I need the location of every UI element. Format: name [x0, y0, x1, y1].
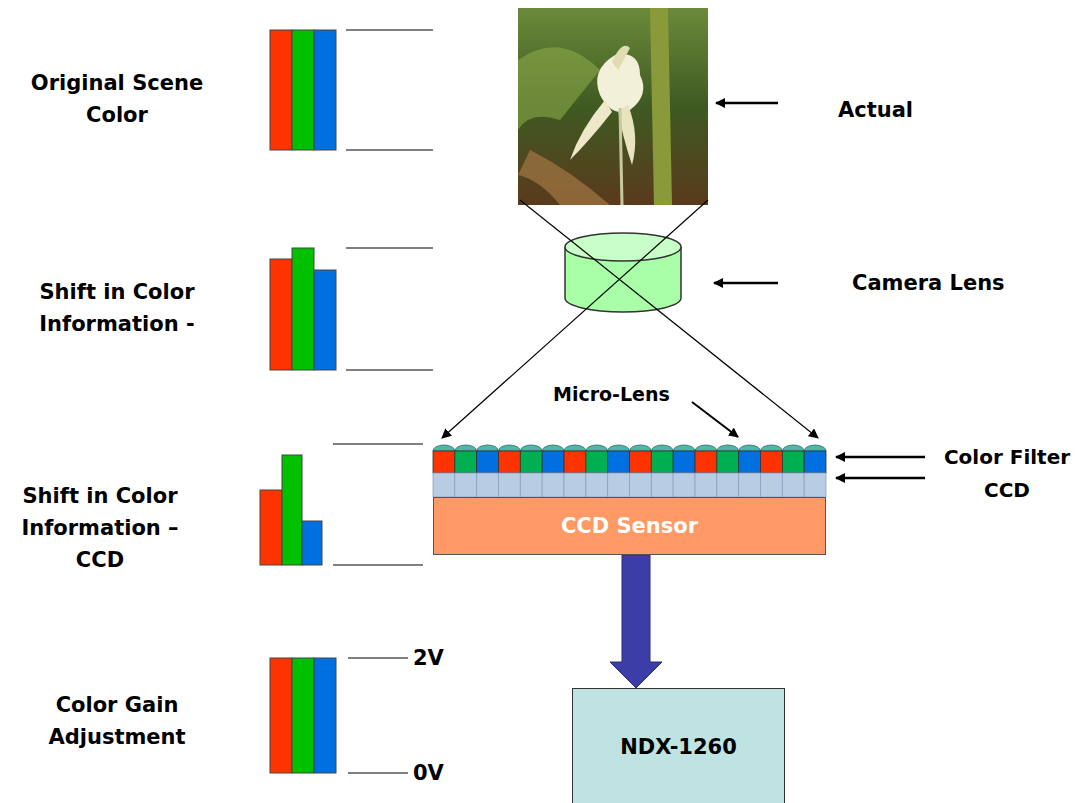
filter-cell	[630, 451, 652, 473]
micro-lens	[651, 445, 673, 451]
ccd-cell	[608, 473, 630, 497]
filter-cell	[695, 451, 717, 473]
ccd-cell	[717, 473, 739, 497]
processor-box: NDX-1260	[572, 688, 785, 803]
micro-lens	[630, 445, 652, 451]
row-label: Original Scene Color	[12, 67, 222, 131]
block-arrow	[610, 555, 662, 688]
micro-lens	[455, 445, 477, 451]
filter-cell	[586, 451, 608, 473]
flower-photo	[518, 8, 708, 205]
filter-cell	[717, 451, 739, 473]
ccd-cell	[739, 473, 761, 497]
ccd-cell	[542, 473, 564, 497]
filter-cell	[564, 451, 586, 473]
rgb-bars	[260, 444, 423, 565]
micro-lens	[564, 445, 586, 451]
ccd-cell	[695, 473, 717, 497]
filter-cell	[455, 451, 477, 473]
micro-lens	[499, 445, 521, 451]
micro-lens	[433, 445, 455, 451]
filter-cell	[761, 451, 783, 473]
micro-lens	[761, 445, 783, 451]
ccd-cell	[630, 473, 652, 497]
ccd-cell	[761, 473, 783, 497]
leader-arrow	[836, 456, 925, 459]
ccd-cell	[477, 473, 499, 497]
ccd-cell	[520, 473, 542, 497]
ccd-sensor-box: CCD Sensor	[433, 497, 826, 555]
micro-lens	[477, 445, 499, 451]
part-label: Micro-Lens	[553, 378, 688, 410]
filter-cell	[673, 451, 695, 473]
box-text: NDX-1260	[620, 735, 737, 759]
micro-lens	[717, 445, 739, 451]
ccd-cell	[586, 473, 608, 497]
part-label: Actual	[838, 94, 998, 126]
voltage-label: 0V	[413, 757, 473, 789]
filter-cell	[782, 451, 804, 473]
row-label: Color Gain Adjustment	[12, 689, 222, 753]
lens-cylinder	[565, 233, 681, 312]
ccd-cell	[673, 473, 695, 497]
part-label: CCD	[930, 474, 1084, 506]
micro-lens	[695, 445, 717, 451]
micro-lens	[608, 445, 630, 451]
box-text: CCD Sensor	[561, 514, 698, 538]
ccd-cell	[804, 473, 826, 497]
ccd-cell	[651, 473, 673, 497]
filter-cell	[433, 451, 455, 473]
filter-cell	[651, 451, 673, 473]
micro-lens	[520, 445, 542, 451]
row-label: Shift in Color Information – CCD	[0, 480, 200, 576]
light-ray	[520, 200, 818, 438]
part-label: Camera Lens	[852, 267, 1052, 299]
rgb-bars	[270, 248, 433, 370]
ccd-cell	[499, 473, 521, 497]
ccd-cell	[782, 473, 804, 497]
row-label: Shift in Color Information -	[12, 276, 222, 340]
micro-lens	[804, 445, 826, 451]
rgb-bars	[270, 658, 408, 773]
light-ray	[442, 200, 708, 438]
filter-cell	[739, 451, 761, 473]
ccd-cell	[564, 473, 586, 497]
ccd-cell	[455, 473, 477, 497]
filter-cell	[542, 451, 564, 473]
micro-lens	[782, 445, 804, 451]
voltage-label: 2V	[413, 642, 473, 674]
ccd-cell	[433, 473, 455, 497]
leader-arrow	[714, 282, 778, 285]
filter-cell	[477, 451, 499, 473]
rgb-bars	[270, 30, 433, 150]
filter-cell	[804, 451, 826, 473]
filter-cell	[499, 451, 521, 473]
micro-lens	[586, 445, 608, 451]
micro-lens	[739, 445, 761, 451]
leader-arrow	[836, 477, 925, 480]
filter-cell	[608, 451, 630, 473]
color-filter-array	[433, 445, 826, 497]
micro-lens	[673, 445, 695, 451]
micro-lens	[542, 445, 564, 451]
part-label: Color Filter	[930, 441, 1084, 473]
leader-arrow	[692, 402, 738, 437]
leader-arrow	[716, 102, 778, 105]
filter-cell	[520, 451, 542, 473]
